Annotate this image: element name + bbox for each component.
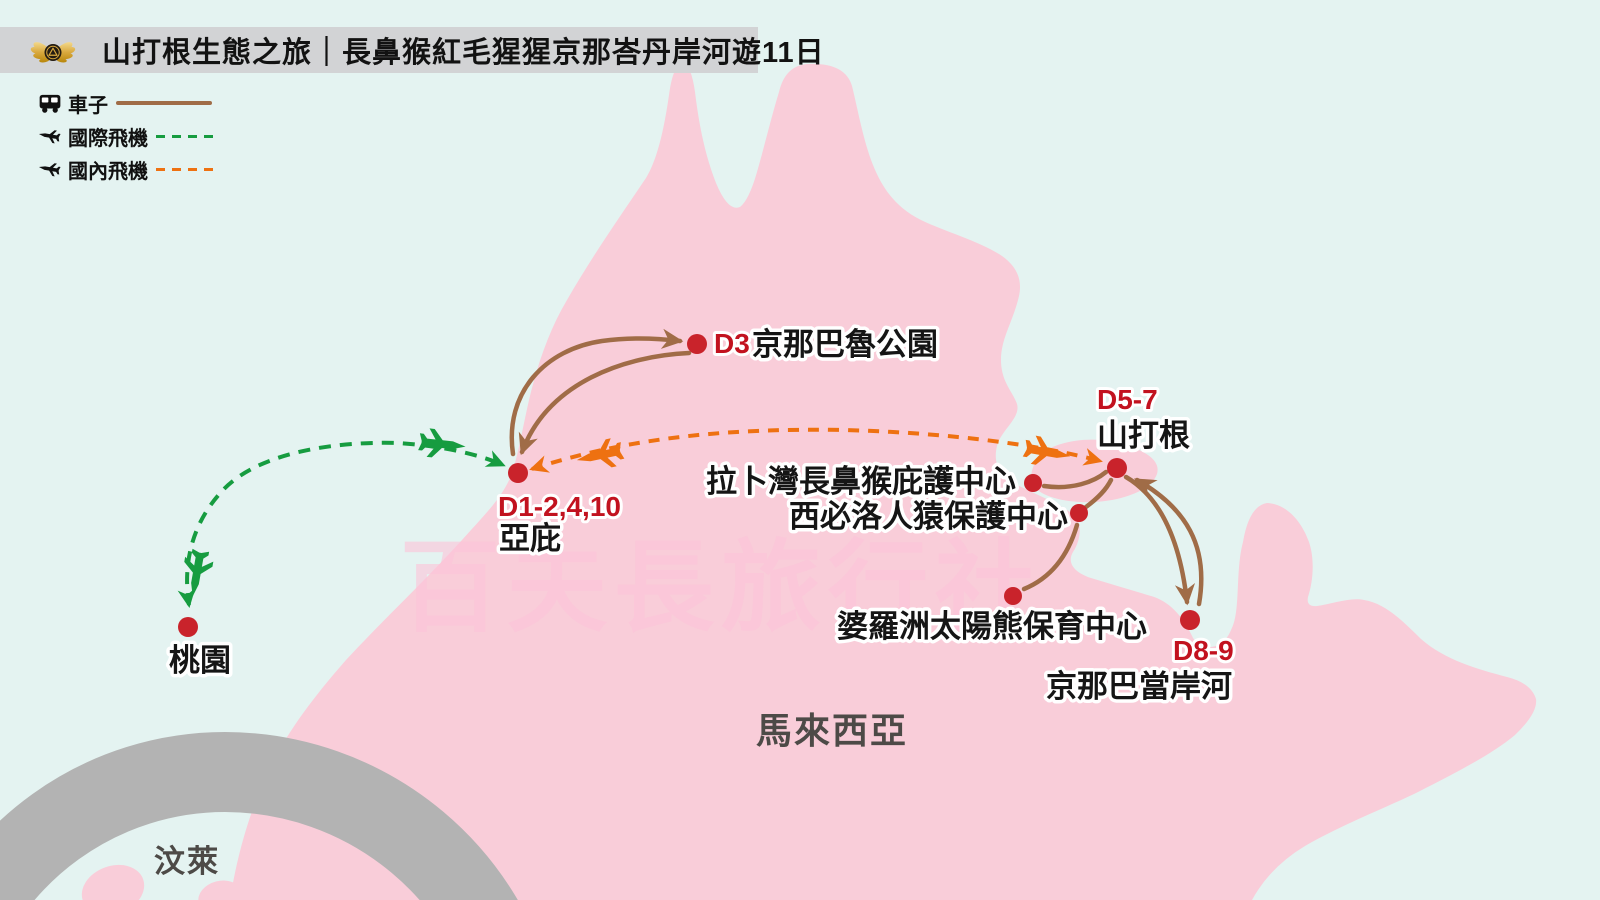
- legend-line-international: [156, 134, 220, 138]
- day-label-kk: D1-2,4,10: [498, 491, 621, 522]
- domestic-plane-icon: [36, 157, 64, 181]
- label-kota-kinabalu: 亞庇: [499, 521, 561, 556]
- route-sepilok-to-sandakan: [1083, 477, 1114, 510]
- label-labuk-bay: 拉卜灣長鼻猴庇護中心: [706, 464, 1016, 499]
- label-sun-bear-centre: 婆羅洲太陽熊保育中心: [837, 609, 1147, 644]
- location-dots: [178, 334, 1200, 637]
- dot-kinabatangan: [1180, 610, 1200, 630]
- dot-kinabalu-park: [687, 334, 707, 354]
- international-plane-icon: [36, 124, 64, 148]
- label-sepilok: 西必洛人猿保護中心: [789, 499, 1068, 534]
- legend-line-domestic: [156, 167, 220, 171]
- legend: 車子 國際飛機 國內飛機: [36, 90, 220, 189]
- legend-label-international: 國際飛機: [68, 127, 148, 150]
- route-labuk-to-sandakan: [1041, 469, 1109, 490]
- legend-label-car: 車子: [68, 94, 108, 117]
- legend-label-domestic: 國內飛機: [68, 160, 148, 183]
- route-sepilok-to-sunbear: [1021, 522, 1080, 592]
- legend-line-car: [116, 101, 212, 105]
- legend-row-domestic-flight: 國內飛機: [36, 156, 220, 183]
- dot-taoyuan: [178, 617, 198, 637]
- legend-row-international-flight: 國際飛機: [36, 123, 220, 150]
- label-sandakan: 山打根: [1097, 418, 1190, 453]
- watermark-logo-shape: [0, 731, 518, 900]
- dot-kota-kinabalu: [508, 463, 528, 483]
- page-title: 山打根生態之旅｜長鼻猴紅毛猩猩京那峇丹岸河遊11日: [102, 37, 825, 69]
- dot-sandakan: [1107, 458, 1127, 478]
- region-label-brunei: 汶萊: [154, 844, 220, 880]
- dot-sepilok: [1070, 504, 1088, 522]
- dot-sun-bear-centre: [1004, 587, 1022, 605]
- brand-logo-icon: [30, 42, 76, 63]
- watermark-text: 百夫長旅行社: [400, 532, 1042, 644]
- dot-labuk-bay: [1024, 474, 1042, 492]
- route-kinabatangan-to-sandakan: [1134, 477, 1204, 607]
- label-kinabatangan: 京那巴當岸河: [1046, 669, 1232, 704]
- day-label-kinabatangan: D8-9: [1173, 635, 1234, 666]
- route-kk-to-kinabalu-park: [509, 328, 684, 457]
- bus-icon: [36, 92, 64, 114]
- day-label-sandakan: D5-7: [1097, 384, 1158, 415]
- car-routes: [509, 328, 1204, 607]
- legend-row-car: 車子: [36, 90, 220, 117]
- day-label-kinabalu-park: D3: [714, 328, 750, 359]
- label-kinabalu-park: 京那巴魯公園: [752, 327, 938, 362]
- landmass-borneo: [230, 63, 1537, 900]
- region-label-malaysia: 馬來西亞: [756, 710, 908, 752]
- route-kinabalu-park-to-kk: [518, 350, 692, 456]
- header-bar: 山打根生態之旅｜長鼻猴紅毛猩猩京那峇丹岸河遊11日: [0, 27, 824, 73]
- route-international-taoyuan-kk: [177, 440, 506, 608]
- label-taoyuan: 桃園: [169, 643, 231, 678]
